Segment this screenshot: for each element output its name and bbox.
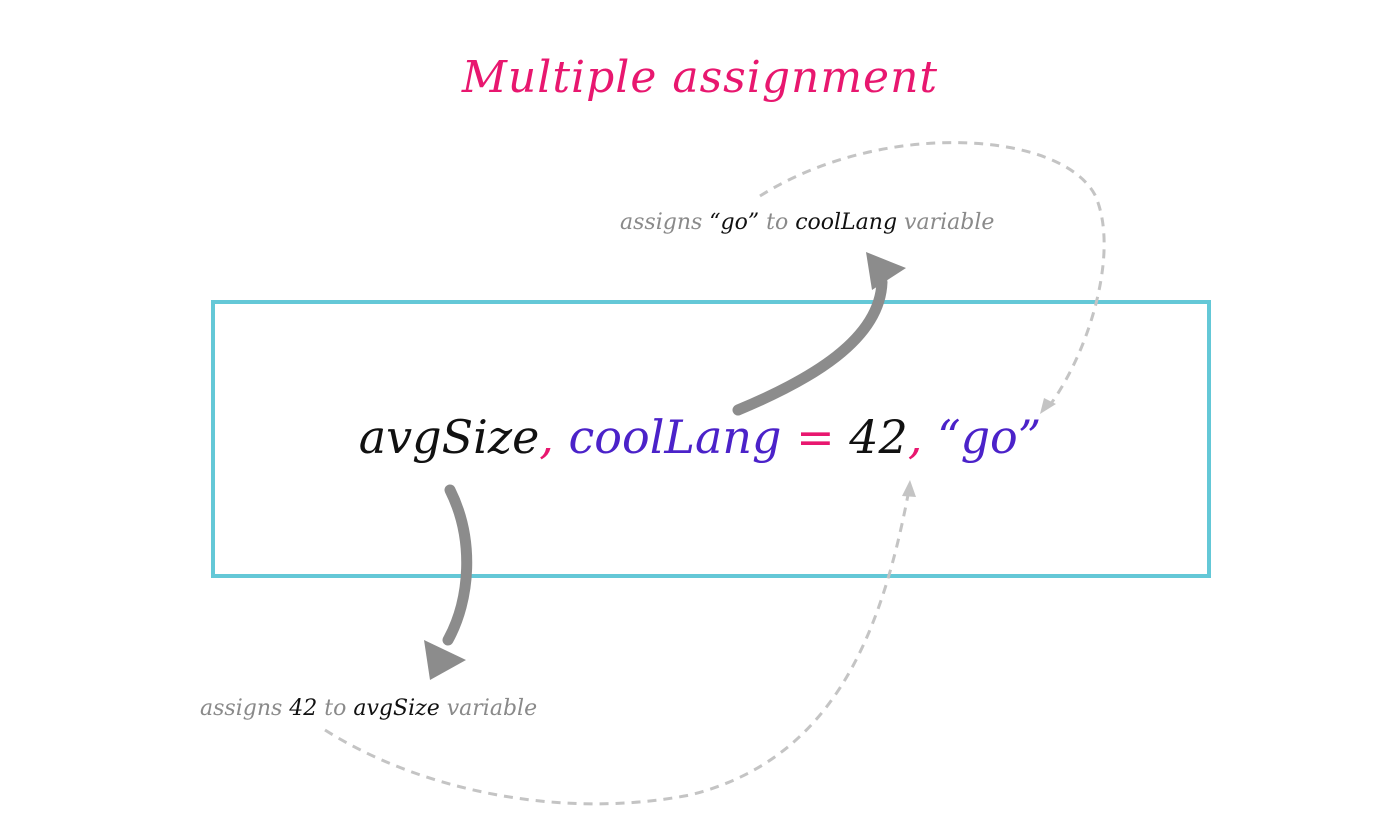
dashed-arrow-go bbox=[759, 141, 1106, 406]
diagram-title: Multiple assignment bbox=[461, 52, 939, 103]
annotation-bottom-prefix: assigns bbox=[200, 696, 283, 721]
solid-arrow-avgsize bbox=[442, 484, 473, 646]
annotation-top-suffix: variable bbox=[904, 210, 995, 235]
annotation-bottom-value: 42 bbox=[289, 696, 318, 721]
annotation-bottom-middle: to bbox=[324, 696, 347, 721]
annotation-top: assigns “go” to coolLang variable bbox=[620, 210, 994, 235]
code-box bbox=[211, 300, 1211, 578]
solid-arrow-coollang bbox=[732, 276, 888, 416]
annotation-top-prefix: assigns bbox=[620, 210, 703, 235]
annotation-bottom-suffix: variable bbox=[446, 696, 538, 721]
dashed-arrow-42 bbox=[324, 494, 910, 806]
code-var-coollang: coolLang bbox=[568, 410, 782, 464]
code-comma-1: , bbox=[539, 410, 554, 464]
solid-arrowhead-coollang bbox=[866, 252, 906, 290]
annotation-top-value: “go” bbox=[709, 210, 760, 235]
annotation-bottom: assigns 42 to avgSize variable bbox=[200, 696, 537, 721]
dashed-arrowhead-42 bbox=[902, 480, 916, 497]
code-comma-2: , bbox=[907, 410, 923, 464]
code-var-avgsize: avgSize bbox=[358, 410, 540, 464]
code-equals: = bbox=[796, 410, 835, 464]
code-value-go: “go” bbox=[937, 410, 1042, 464]
code-statement: avgSize, coolLang = 42, “go” bbox=[0, 410, 1400, 464]
annotation-top-variable: coolLang bbox=[795, 210, 898, 235]
solid-arrowhead-avgsize bbox=[424, 640, 466, 680]
dashed-arrowhead-go bbox=[1040, 398, 1056, 414]
annotation-bottom-variable: avgSize bbox=[353, 696, 440, 721]
annotation-top-middle: to bbox=[766, 210, 789, 235]
code-value-42: 42 bbox=[849, 410, 908, 464]
